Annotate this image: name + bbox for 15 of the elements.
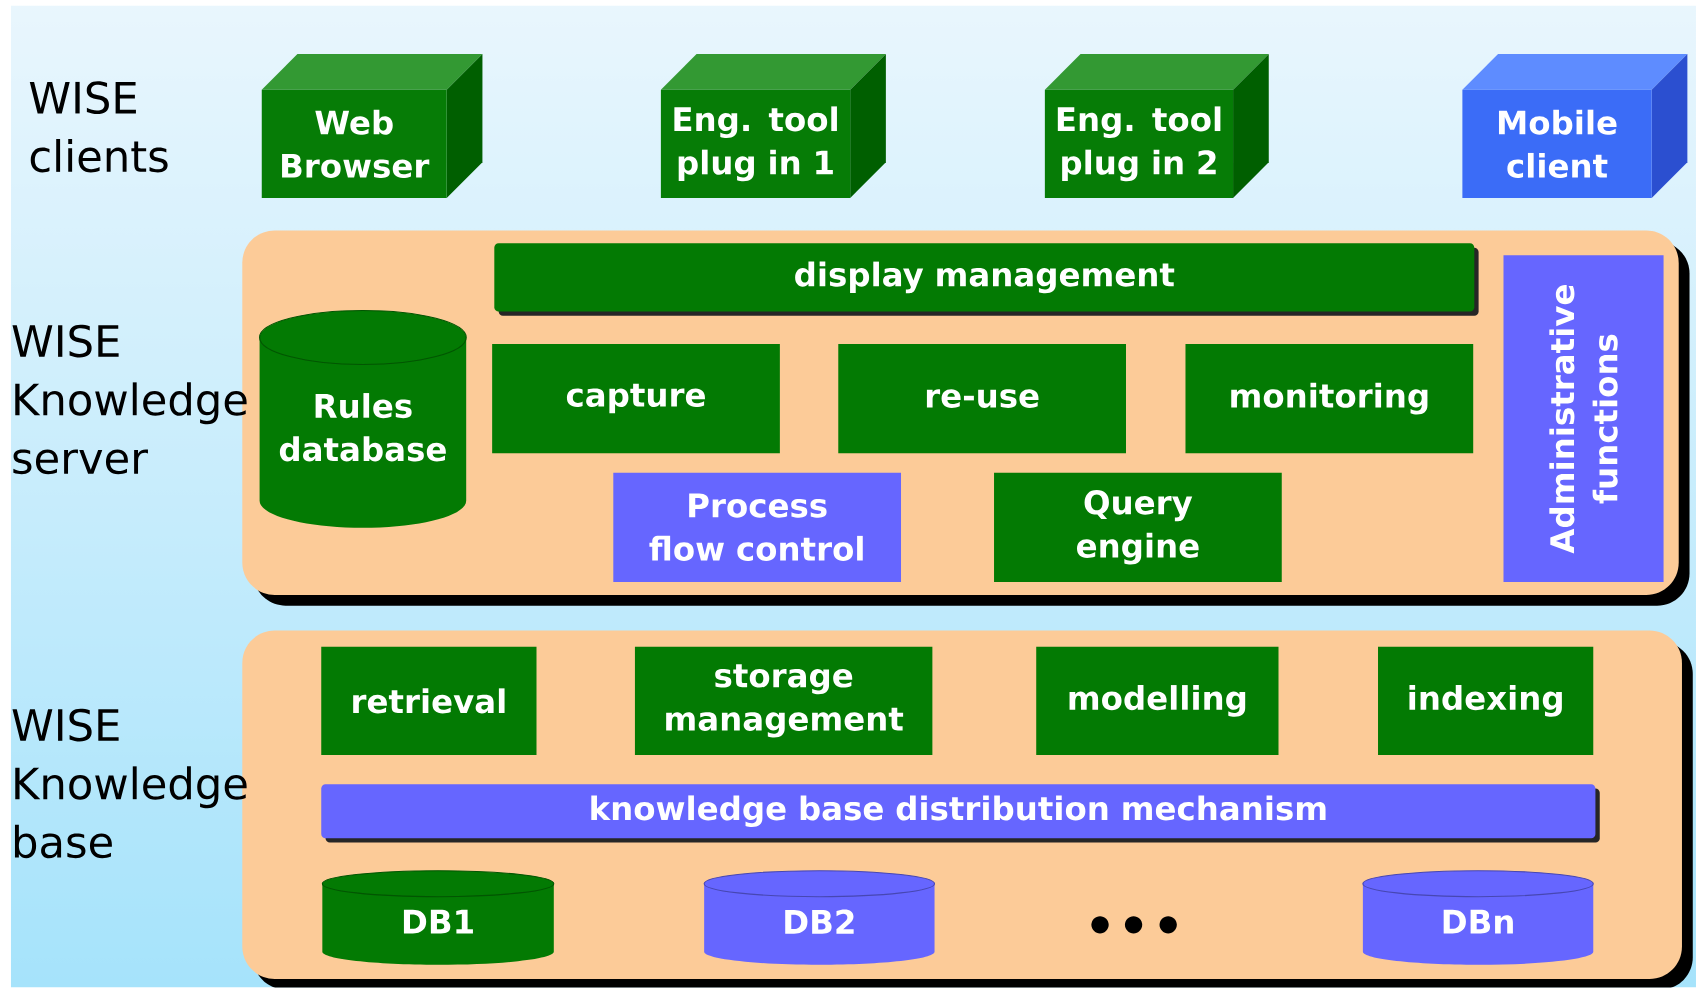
client-cube: Eng. tool plug in 2	[1044, 54, 1269, 199]
component-box: Process flow control	[613, 472, 901, 583]
component-box: monitoring	[1185, 344, 1474, 454]
component-box: capture	[492, 344, 780, 454]
client-cube: Mobile client	[1462, 54, 1688, 199]
client-cube: Eng. tool plug in 1	[660, 54, 886, 199]
client-cube: Web Browser	[261, 54, 483, 199]
component-box: re-use	[838, 344, 1126, 454]
component-bar: display management	[494, 243, 1479, 317]
component-box: Administrative functions	[1503, 255, 1664, 583]
layer-label: WISE Knowledge base	[12, 708, 247, 859]
component-box: Query engine	[994, 472, 1282, 583]
layer-label: WISE Knowledge server	[12, 324, 247, 475]
layer-label: WISE clients	[29, 81, 168, 173]
database-cylinder: Rules database	[259, 310, 467, 529]
